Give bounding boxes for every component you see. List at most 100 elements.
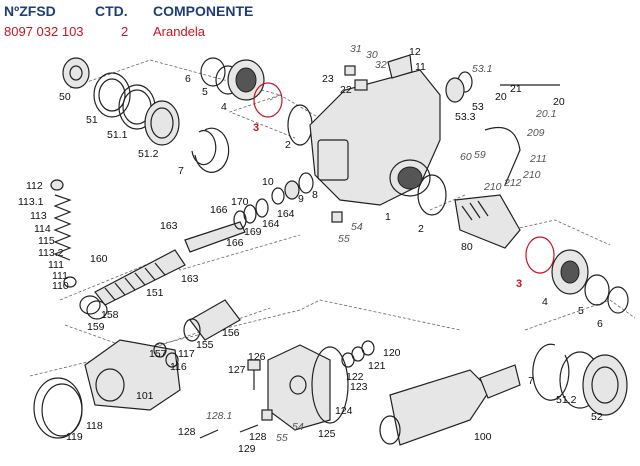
housing-1[interactable] [309, 69, 441, 206]
callout-12: 12 [409, 46, 421, 58]
callout-51-2: 51.2 [138, 148, 159, 160]
callout-170: 170 [231, 196, 249, 208]
ring-5-right[interactable] [584, 274, 610, 306]
washer-3-top-selected[interactable] [253, 82, 283, 118]
callout-8: 8 [312, 189, 318, 201]
seal-51[interactable] [93, 72, 131, 118]
seal-124[interactable] [311, 346, 349, 424]
nut-50[interactable] [62, 57, 90, 89]
callout-20-b: 20 [553, 96, 565, 108]
seals-158-159[interactable] [79, 295, 108, 320]
pinion-shaft-80[interactable] [454, 194, 521, 249]
seal-51-2[interactable] [144, 100, 180, 146]
callout-110: 110 [52, 280, 69, 292]
ring-117[interactable] [153, 342, 167, 358]
callout-22: 22 [340, 84, 352, 96]
shaft-163[interactable] [184, 221, 246, 253]
bearing-4-right[interactable] [551, 249, 589, 295]
ring-116[interactable] [165, 352, 179, 368]
callout-53-1: 53.1 [472, 63, 492, 75]
callout-101: 101 [136, 390, 154, 402]
callout-53: 53 [472, 101, 484, 113]
callout-209: 209 [526, 127, 545, 139]
screw-112[interactable] [50, 179, 64, 191]
callout-60: 60 [460, 151, 472, 163]
callout-159: 159 [87, 321, 105, 333]
callout-163-b: 163 [181, 273, 199, 285]
callout-156: 156 [222, 327, 240, 339]
callout-55-a: 55 [338, 233, 350, 245]
group-outline-right-lower [524, 299, 636, 331]
callout-50: 50 [59, 91, 71, 103]
plug-23[interactable] [344, 65, 356, 76]
callout-164-a: 164 [277, 208, 295, 220]
callout-164-b: 164 [262, 218, 280, 230]
callout-11: 11 [415, 61, 426, 73]
callout-4-b: 4 [542, 296, 548, 308]
ring-6-top[interactable] [200, 57, 226, 87]
header-component: COMPONENTE [153, 3, 254, 19]
pipe-209[interactable] [484, 126, 521, 186]
callout-122: 122 [346, 371, 364, 383]
callout-210-b: 210 [483, 181, 502, 193]
group-outline-left-lower [64, 307, 271, 353]
output-shaft-100[interactable] [379, 364, 521, 446]
ring-155[interactable] [183, 318, 201, 342]
callout-23: 23 [322, 73, 334, 85]
callout-126: 126 [248, 351, 266, 363]
ring-2-mid[interactable] [417, 174, 447, 216]
worm-shaft-151[interactable] [94, 249, 186, 306]
callout-111-b: 111 [52, 270, 68, 282]
callout-10: 10 [262, 176, 274, 188]
callout-113: 113 [30, 210, 47, 222]
seal-52[interactable] [582, 354, 628, 416]
rings-120-123[interactable] [341, 340, 375, 368]
seal-rings-164-170[interactable] [233, 198, 269, 230]
plate-11-12[interactable] [387, 54, 413, 79]
circlip-7-top[interactable] [191, 127, 230, 173]
ring-2-top[interactable] [287, 104, 313, 146]
callout-9: 9 [298, 193, 304, 205]
washer-3-right-selected[interactable] [525, 236, 555, 274]
cylinder-housing-101[interactable] [84, 339, 181, 411]
callout-128-1: 128.1 [206, 410, 232, 422]
plug-54-55-mid[interactable] [331, 211, 343, 223]
callout-52: 52 [591, 411, 603, 423]
callout-54-a: 54 [351, 221, 363, 233]
selected-quantity: 2 [121, 24, 129, 39]
callout-163-a: 163 [160, 220, 178, 232]
group-outline-bottom [29, 299, 461, 377]
ring-6-right[interactable] [607, 286, 629, 314]
callout-6-b: 6 [597, 318, 603, 330]
callout-158: 158 [101, 309, 119, 321]
callout-113-2: 113.2 [38, 247, 64, 259]
group-outline-top-left [69, 59, 296, 139]
ring-110[interactable] [63, 276, 77, 288]
seal-118-119[interactable] [33, 377, 83, 439]
ring-53[interactable] [445, 77, 465, 103]
callout-51: 51 [86, 114, 98, 126]
callout-3-b-selected[interactable]: 3 [516, 278, 522, 290]
selected-component-name[interactable]: Arandela [153, 24, 206, 39]
callout-155: 155 [196, 339, 214, 351]
callout-3-selected[interactable]: 3 [253, 122, 259, 134]
callout-30: 30 [366, 49, 378, 61]
plug-22[interactable] [354, 79, 368, 91]
callout-129: 129 [238, 443, 256, 455]
callout-6: 6 [185, 73, 191, 85]
callout-4: 4 [221, 101, 227, 113]
spring-113-stack[interactable] [53, 194, 72, 261]
callout-160: 160 [90, 253, 108, 265]
circlip-7-bottom[interactable] [532, 343, 570, 401]
bearing-4-top[interactable] [227, 59, 265, 101]
callout-123: 123 [350, 381, 368, 393]
callout-125: 125 [318, 428, 336, 440]
bolt-126-127[interactable] [247, 359, 261, 390]
callout-118: 118 [86, 420, 103, 432]
callout-21: 21 [510, 83, 522, 95]
bolts-128-129[interactable] [199, 409, 273, 439]
callout-55-b: 55 [276, 432, 288, 444]
selected-part-number[interactable]: 8097 032 103 [4, 24, 84, 39]
rings-8-9-10[interactable] [271, 172, 314, 205]
